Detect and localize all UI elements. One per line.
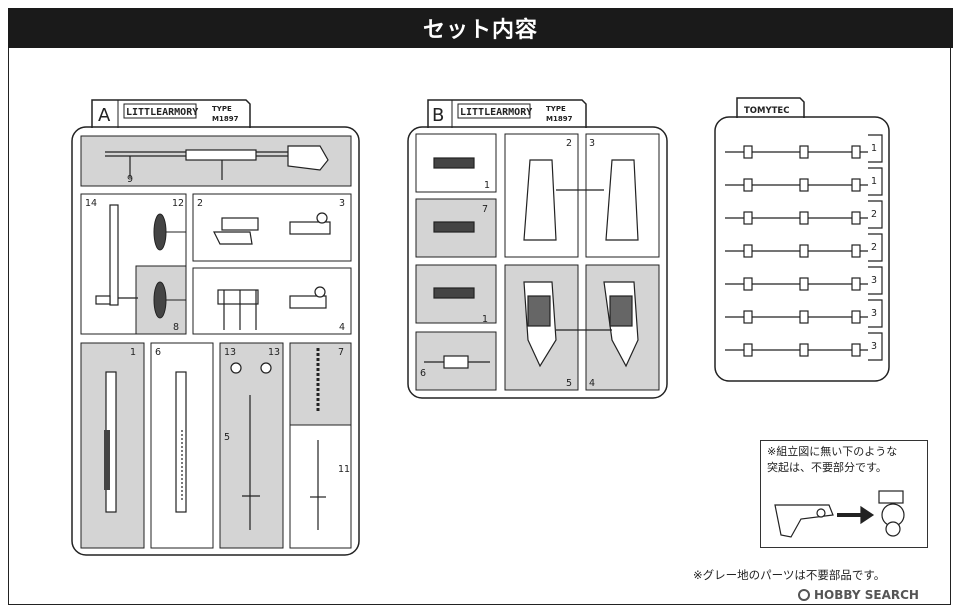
- page-title: セット内容: [422, 18, 538, 43]
- note-illustration: [774, 490, 905, 538]
- sprue-a-letter: A: [98, 105, 111, 126]
- sprue-c-part-number: 3: [871, 275, 877, 286]
- sprue-c-part: [799, 310, 809, 324]
- sprue-a-part-number: 2: [197, 198, 203, 209]
- sprue-b-brand: LITTLEARMORY: [460, 107, 532, 118]
- sprue-b-type-label: TYPE: [546, 105, 566, 113]
- note-line-1: ※組立図に無い下のような: [767, 445, 898, 458]
- sprue-c-brand: TOMYTEC: [744, 106, 789, 116]
- sprue-c-part: [851, 310, 861, 324]
- note-line-2: 突起は、不要部分です。: [767, 461, 887, 474]
- sprue-c-part: [799, 343, 809, 357]
- sprue-c-part: [799, 178, 809, 192]
- sprue-c-part-number: 1: [871, 176, 877, 187]
- sprue-c-part: [743, 310, 753, 324]
- sprue-a-part-number: 12: [172, 198, 184, 209]
- sprue-c-part-number: 3: [871, 308, 877, 319]
- sprue-c-part-number: 3: [871, 341, 877, 352]
- sprue-a-part-number: 1: [130, 347, 136, 358]
- sprue-a-tab: [91, 99, 251, 128]
- sprue-b-type-value: M1897: [546, 115, 573, 123]
- sprue-a-frame: [71, 126, 360, 556]
- sprue-c-part: [851, 211, 861, 225]
- sprue-c-part: [799, 211, 809, 225]
- unneeded-part-note: ※組立図に無い下のような 突起は、不要部分です。: [760, 440, 928, 548]
- sprue-a-type-label: TYPE: [212, 105, 232, 113]
- hobby-search-logo-icon: [798, 589, 810, 601]
- sprue-c-number-tab: [868, 266, 883, 295]
- sprue-c-part: [743, 145, 753, 159]
- sprue-c-part: [851, 343, 861, 357]
- sprue-c-part: [799, 244, 809, 258]
- sprue-b-part-number: 3: [589, 138, 595, 149]
- watermark-text: HOBBY SEARCH: [814, 588, 919, 602]
- sprue-b-tab: [427, 99, 587, 128]
- sprue-b-part-number: 2: [566, 138, 572, 149]
- sprue-c-part: [743, 211, 753, 225]
- sprue-c-part: [743, 178, 753, 192]
- sprue-c-part: [851, 178, 861, 192]
- sprue-a-part-number: 13: [268, 347, 280, 358]
- sprue-b-part-number: 6: [420, 368, 426, 379]
- sprue-c-part-number: 1: [871, 143, 877, 154]
- sprue-a-part-number: 7: [338, 347, 344, 358]
- sprue-c-part: [743, 277, 753, 291]
- sprue-b-letter: B: [432, 105, 444, 126]
- sprue-c-tab: [736, 97, 805, 118]
- sprue-b-part-number: 4: [589, 378, 595, 389]
- sprue-c-part: [743, 343, 753, 357]
- sprue-c-part: [851, 277, 861, 291]
- sprue-b-part-number: 7: [482, 204, 488, 215]
- sprue-a-part-number: 4: [339, 322, 345, 333]
- content-frame: [8, 48, 951, 605]
- sprue-c-number-tab: [868, 134, 883, 163]
- sprue-c-part: [851, 145, 861, 159]
- sprue-a-part-number: 13: [224, 347, 236, 358]
- sprue-c-part: [799, 277, 809, 291]
- sprue-c-number-tab: [868, 233, 883, 262]
- sprue-c-number-tab: [868, 200, 883, 229]
- sprue-c-frame: [714, 116, 890, 382]
- sprue-b-part-number: 1: [484, 180, 490, 191]
- sprue-c-number-tab: [868, 167, 883, 196]
- sprue-b-part-number: 5: [566, 378, 572, 389]
- watermark: HOBBY SEARCH: [798, 588, 919, 602]
- sprue-b-part-number: 1: [482, 314, 488, 325]
- sprue-a-type-value: M1897: [212, 115, 239, 123]
- sprue-b-frame: [407, 126, 668, 399]
- littlearmory-logo: [123, 103, 197, 119]
- gray-parts-note: ※グレー地のパーツは不要部品です。: [693, 568, 886, 582]
- sprue-a-part-number: 9: [127, 174, 133, 185]
- sprue-a-part-number: 11: [338, 464, 350, 475]
- sprue-a: 9 14 12 2 3 8 4 1 6 13 13 7 5 11: [71, 99, 360, 556]
- sprue-c-part: [799, 145, 809, 159]
- sprue-a-part-number: 14: [85, 198, 97, 209]
- sprue-c-number-tab: [868, 299, 883, 328]
- sprue-c: 1 1 2 2 3 3 3: [714, 97, 890, 382]
- sprue-a-part-number: 5: [224, 432, 230, 443]
- sprue-b: 1 2 3 7 1 6 5 4: [407, 99, 668, 399]
- page-header: セット内容: [8, 8, 953, 48]
- sprue-c-part: [743, 244, 753, 258]
- sprue-a-part-number: 8: [173, 322, 179, 333]
- sprue-c-part-number: 2: [871, 242, 877, 253]
- sprue-c-number-tab: [868, 332, 883, 361]
- sprue-a-part-number: 3: [339, 198, 345, 209]
- sprue-c-part-number: 2: [871, 209, 877, 220]
- sprue-a-part-number: 6: [155, 347, 161, 358]
- sprue-c-part: [851, 244, 861, 258]
- sprue-a-brand: LITTLEARMORY: [126, 107, 198, 118]
